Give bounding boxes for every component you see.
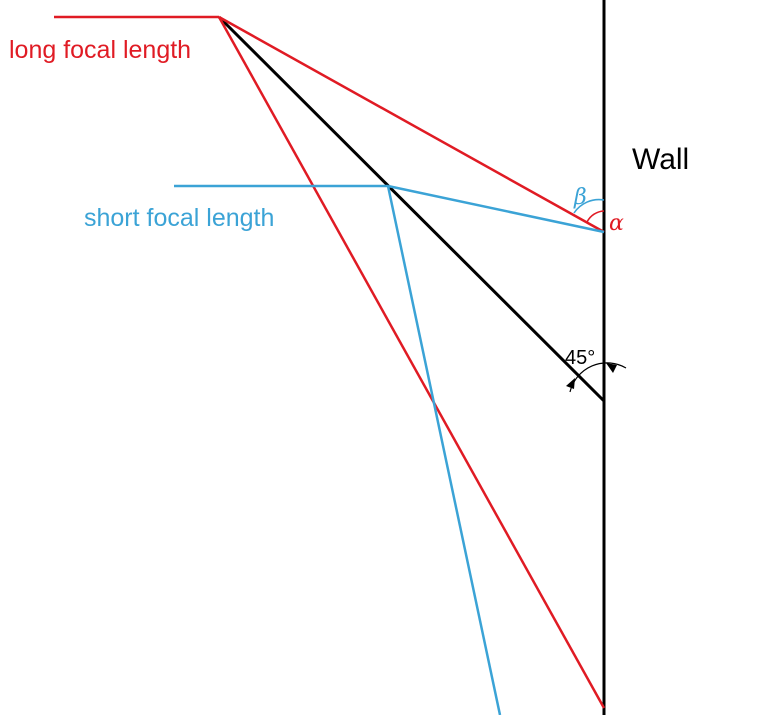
- short-focal-ray-upper: [387, 184, 605, 234]
- angle-45-arrow-left: [566, 378, 575, 389]
- long-focal-ray-lower: [217, 16, 606, 709]
- reference-ray: [217, 15, 606, 403]
- angle-45-arrow-right: [606, 363, 617, 373]
- alpha-label: α: [609, 211, 624, 236]
- alpha-angle-arc: [586, 210, 605, 223]
- angle-45-label: 45°: [565, 347, 595, 369]
- beta-label: β: [573, 185, 587, 210]
- short-focal-ray-lower: [386, 185, 502, 715]
- beta-angle-arc: [573, 198, 605, 214]
- wall-label: Wall: [632, 143, 689, 176]
- long-focal-ray-upper: [218, 15, 605, 234]
- long-focal-label: long focal length: [9, 36, 191, 64]
- short-focal-label: short focal length: [84, 204, 274, 232]
